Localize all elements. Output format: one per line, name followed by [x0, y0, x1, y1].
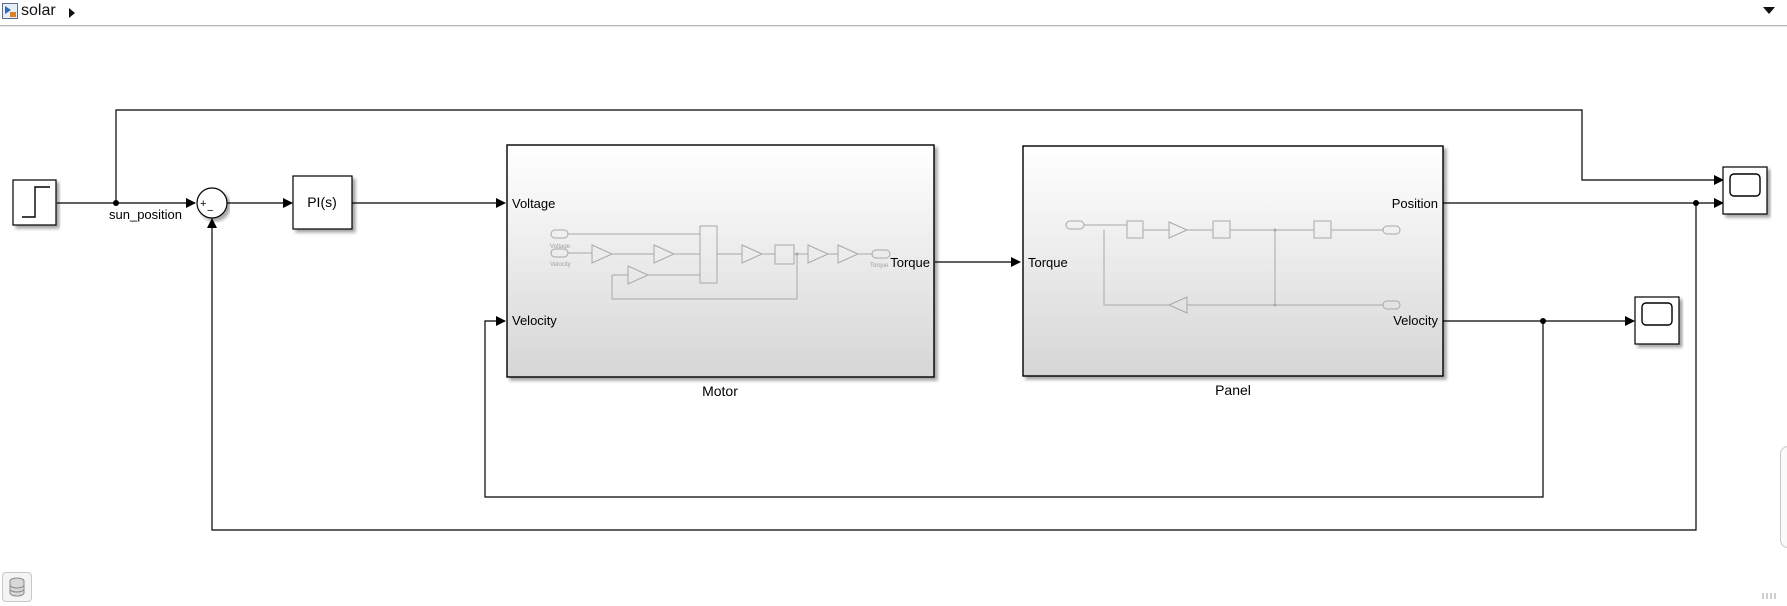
line-sun-position-to-scope: [115, 109, 1724, 203]
branch-point: [1540, 318, 1546, 324]
signal-lines: [57, 109, 1724, 531]
model-data-button[interactable]: [2, 572, 32, 602]
signal-label[interactable]: sun_position: [109, 207, 182, 222]
panel-block-name: Panel: [1215, 382, 1251, 398]
motor-inner-torque-label: Torque: [870, 263, 889, 269]
motor-subsystem[interactable]: Voltage Velocity Torque: [506, 144, 935, 399]
panel-subsystem[interactable]: Torque Position Velocity Panel: [1022, 145, 1444, 398]
resize-grip-icon[interactable]: [1760, 592, 1784, 600]
panel-port-torque: Torque: [1028, 255, 1068, 270]
breadcrumb[interactable]: solar: [21, 2, 56, 19]
panel-inner-preview: [1065, 220, 1401, 314]
motor-inner-junction: [795, 252, 799, 256]
motor-inner-preview: [550, 225, 891, 300]
step-source-icon: [22, 186, 50, 218]
velocity-scope-block[interactable]: [1634, 296, 1680, 345]
database-icon: [9, 577, 25, 597]
simulink-model-icon[interactable]: [2, 3, 18, 19]
pi-controller-block[interactable]: PI(s): [292, 175, 353, 230]
panel-inner-junction: [1273, 303, 1277, 307]
line-velocity-feedback: [484, 316, 1544, 498]
branch-point: [1693, 200, 1699, 206]
step-block[interactable]: [12, 179, 57, 226]
motor-inner-velocity-label: Velocity: [550, 262, 571, 268]
motor-port-torque: Torque: [890, 255, 930, 270]
motor-port-velocity: Velocity: [512, 313, 557, 328]
motor-port-voltage: Voltage: [512, 196, 555, 211]
model-toolbar: solar: [0, 0, 1787, 26]
chevron-right-icon[interactable]: [69, 8, 75, 18]
sum-block[interactable]: + −: [196, 187, 228, 219]
chevron-down-icon[interactable]: [1763, 7, 1775, 14]
side-panel-tab[interactable]: [1780, 446, 1787, 548]
panel-port-position: Position: [1392, 196, 1438, 211]
block-diagram-canvas[interactable]: sun_position + − PI(s) Voltage Velocity …: [0, 26, 1787, 604]
motor-block-name: Motor: [702, 383, 738, 399]
branch-point: [113, 200, 119, 206]
panel-port-velocity: Velocity: [1393, 313, 1438, 328]
line-position-feedback: [207, 203, 1697, 531]
sum-minus-sign: −: [207, 205, 213, 217]
position-scope-block[interactable]: [1722, 166, 1768, 215]
pi-controller-label: PI(s): [307, 194, 337, 210]
motor-inner-voltage-label: Voltage: [550, 244, 571, 250]
sum-plus-sign: +: [200, 198, 206, 210]
scope-icon: [1729, 173, 1761, 197]
scope-icon: [1641, 302, 1673, 326]
panel-inner-junction: [1273, 228, 1277, 232]
